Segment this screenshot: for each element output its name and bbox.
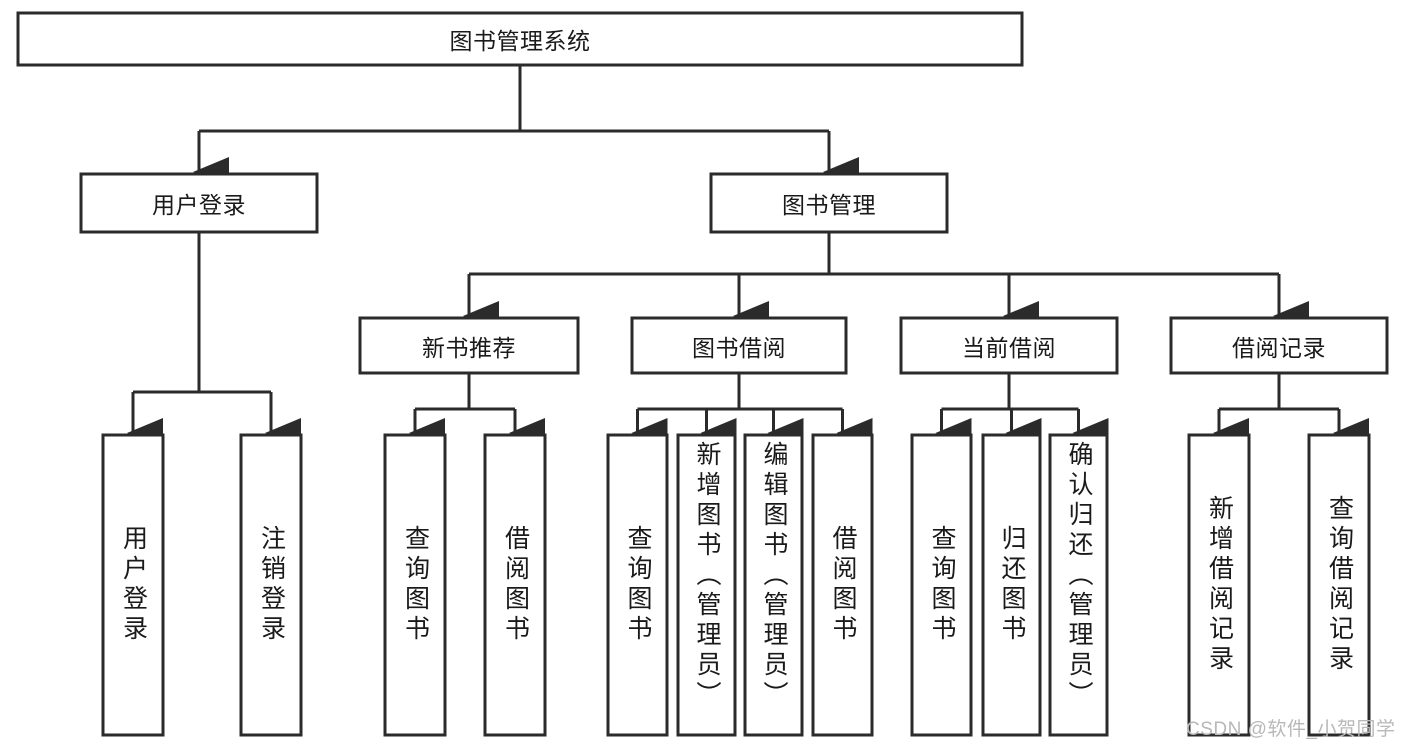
node-box-leaf-add-borrow-record[interactable]	[1187, 433, 1251, 737]
node-box-leaf-confirm-return[interactable]	[1048, 433, 1109, 737]
node-box-leaf-query-book-1[interactable]	[383, 433, 447, 737]
node-box-leaf-logout-login[interactable]	[239, 433, 303, 737]
node-box-new-book-recommend[interactable]	[358, 316, 580, 375]
node-box-current-borrow[interactable]	[899, 316, 1119, 375]
node-boxes-layer	[16, 11, 1389, 737]
connectors-layer	[127, 65, 1369, 448]
node-box-leaf-borrow-book-1[interactable]	[483, 433, 547, 737]
node-box-book-borrow[interactable]	[630, 316, 848, 375]
node-box-leaf-borrow-book-2[interactable]	[811, 433, 874, 737]
csdn-watermark: CSDN @软件_小贺同学	[1186, 719, 1396, 740]
node-box-book-management[interactable]	[709, 172, 949, 234]
node-box-leaf-edit-book[interactable]	[743, 433, 804, 737]
node-box-leaf-user-login[interactable]	[101, 433, 165, 737]
node-box-leaf-add-book[interactable]	[676, 433, 737, 737]
node-box-leaf-return-book[interactable]	[981, 433, 1042, 737]
node-box-leaf-query-borrow-record[interactable]	[1307, 433, 1371, 737]
node-box-root[interactable]	[16, 11, 1024, 67]
node-box-leaf-query-book-3[interactable]	[910, 433, 973, 737]
node-box-user-login[interactable]	[79, 172, 319, 234]
node-box-borrow-record[interactable]	[1169, 316, 1389, 375]
node-box-leaf-query-book-2[interactable]	[606, 433, 669, 737]
